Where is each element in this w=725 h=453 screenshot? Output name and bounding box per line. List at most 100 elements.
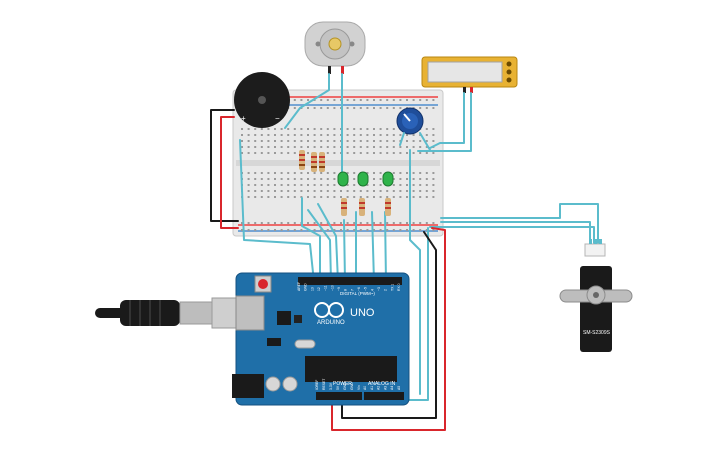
pin-label: A3	[383, 386, 387, 390]
resistors	[299, 150, 391, 216]
breadboard-hole	[293, 146, 296, 148]
breadboard-hole	[379, 146, 382, 148]
lcd-display[interactable]	[421, 56, 518, 93]
breadboard-hole	[412, 140, 415, 142]
breadboard-hole	[280, 184, 283, 186]
breadboard-hole	[307, 178, 309, 180]
breadboard-hole	[432, 172, 435, 174]
breadboard-hole	[293, 128, 296, 130]
breadboard-hole	[399, 222, 402, 224]
breadboard-hole	[333, 146, 336, 148]
led-green-1[interactable]	[337, 171, 349, 187]
breadboard-hole	[326, 178, 329, 180]
breadboard-hole	[267, 184, 270, 186]
breadboard-hole	[300, 140, 303, 142]
breadboard-hole	[260, 222, 263, 224]
breadboard-hole	[333, 128, 336, 130]
breadboard-hole	[392, 172, 395, 174]
breadboard-hole	[293, 178, 296, 180]
breadboard-hole	[366, 107, 369, 109]
breadboard-hole	[425, 107, 428, 109]
arduino-uno-board[interactable]	[232, 272, 410, 406]
pin-label: ~6	[357, 287, 361, 291]
breadboard-hole	[326, 196, 329, 198]
breadboard-hole	[419, 107, 422, 109]
breadboard-hole	[247, 128, 250, 130]
breadboard-hole	[333, 190, 336, 192]
breadboard-hole	[412, 196, 415, 198]
breadboard-hole	[293, 134, 296, 136]
breadboard-hole	[412, 222, 415, 224]
breadboard-hole	[247, 178, 250, 180]
potentiometer[interactable]	[396, 107, 424, 135]
breadboard-hole	[340, 196, 342, 198]
breadboard-hole	[399, 178, 402, 180]
breadboard-hole	[313, 222, 316, 224]
breadboard-hole	[300, 128, 303, 130]
breadboard-hole	[247, 184, 250, 186]
usb-cable[interactable]	[95, 297, 255, 329]
breadboard-hole	[386, 152, 389, 154]
pin-label: A2	[377, 386, 381, 390]
breadboard-hole	[392, 196, 395, 198]
servo-motor[interactable]	[559, 239, 633, 352]
breadboard-hole	[386, 222, 389, 224]
breadboard-hole	[247, 152, 250, 154]
breadboard-hole	[241, 146, 243, 148]
led-green-2[interactable]	[357, 171, 369, 187]
breadboard-hole	[373, 229, 375, 231]
breadboard-hole	[333, 184, 336, 186]
breadboard-hole	[379, 134, 382, 136]
breadboard-hole	[432, 190, 435, 192]
breadboard-hole	[254, 229, 257, 231]
breadboard-holes	[241, 99, 435, 231]
breadboard-hole	[287, 222, 290, 224]
piezo-buzzer[interactable]: + −	[234, 72, 290, 128]
led-green-3[interactable]	[382, 171, 394, 187]
breadboard-hole	[346, 128, 349, 130]
breadboard-hole	[412, 229, 415, 231]
breadboard-hole	[359, 196, 362, 198]
breadboard-hole	[307, 190, 309, 192]
wires	[210, 73, 599, 431]
breadboard-hole	[399, 99, 402, 101]
breadboard-hole	[392, 229, 395, 231]
breadboard-hole	[326, 134, 329, 136]
pin-label: 2	[384, 289, 388, 291]
pin-label: 12	[317, 287, 321, 291]
breadboard-hole	[320, 128, 323, 130]
breadboard-hole	[406, 152, 408, 154]
buzzer-minus-label: −	[275, 114, 280, 123]
pin-label: ~11	[324, 285, 328, 291]
breadboard-hole	[432, 134, 435, 136]
breadboard-hole	[432, 152, 435, 154]
breadboard-hole	[425, 229, 428, 231]
breadboard-hole	[379, 172, 382, 174]
dc-motor[interactable]	[304, 21, 366, 74]
breadboard-hole	[260, 134, 263, 136]
pin-label: ~9	[337, 287, 341, 291]
breadboard-hole	[274, 178, 276, 180]
breadboard-hole	[326, 146, 329, 148]
breadboard-hole	[247, 134, 250, 136]
breadboard-hole	[307, 152, 309, 154]
breadboard-hole	[320, 140, 323, 142]
breadboard-hole	[267, 128, 270, 130]
breadboard-hole	[392, 152, 395, 154]
breadboard-hole	[412, 178, 415, 180]
breadboard-hole	[399, 196, 402, 198]
breadboard-hole	[300, 184, 303, 186]
breadboard-hole	[307, 172, 309, 174]
breadboard-hole	[333, 222, 336, 224]
breadboard-hole	[432, 178, 435, 180]
breadboard-hole	[359, 229, 362, 231]
breadboard-hole	[353, 152, 356, 154]
servo-model-label: SM-S2309S	[583, 330, 611, 336]
breadboard-hole	[419, 178, 422, 180]
pin-label: A4	[390, 386, 394, 390]
breadboard-hole	[320, 134, 323, 136]
pin-label: GND	[304, 283, 308, 291]
breadboard-hole	[386, 190, 389, 192]
